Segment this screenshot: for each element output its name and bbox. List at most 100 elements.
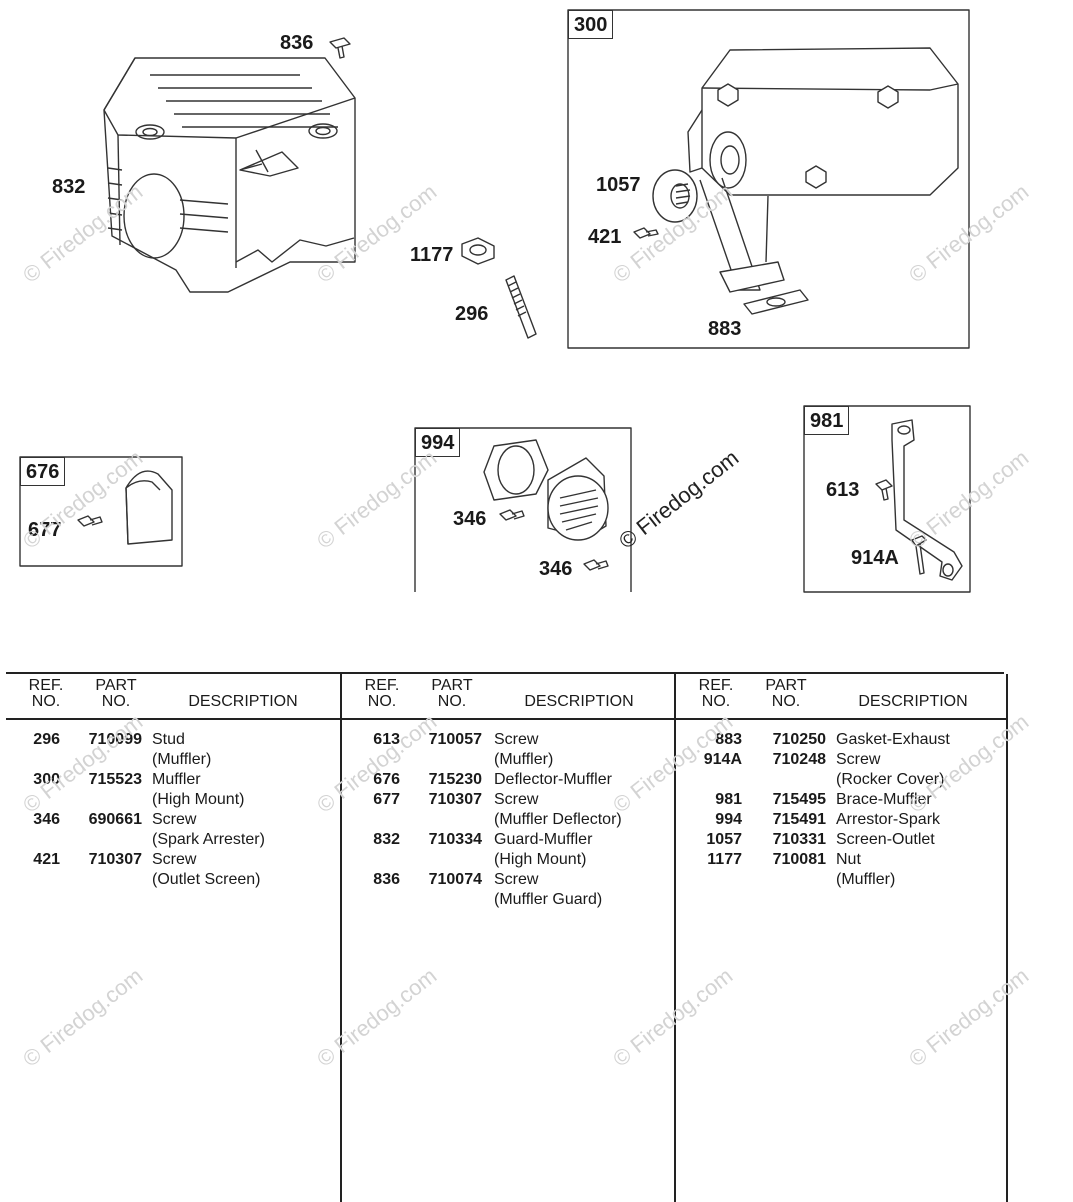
ref-no: 994 <box>715 811 742 828</box>
muffler-300-drawing <box>687 47 959 293</box>
description: Screw <box>494 871 539 888</box>
stud-296-drawing <box>505 275 537 339</box>
screw-677-drawing <box>77 515 103 527</box>
ref-no: 421 <box>33 851 60 868</box>
ref-no: 832 <box>373 831 400 848</box>
ref-no: 346 <box>33 811 60 828</box>
callout-346-b: 346 <box>539 558 573 580</box>
description-sub: (Spark Arrester) <box>152 831 265 848</box>
header-part: NO. <box>101 693 131 710</box>
description-sub: (Muffler) <box>836 871 896 888</box>
muffler-guard-drawing <box>103 57 356 293</box>
header-ref: NO. <box>31 693 61 710</box>
box-label-300: 300 <box>568 10 614 39</box>
part-no: 710248 <box>772 751 826 768</box>
description-sub: (Outlet Screen) <box>152 871 261 888</box>
description: Nut <box>836 851 861 868</box>
parts-column: REF. NO. PART NO. DESCRIPTION 883 710250… <box>674 674 1008 1202</box>
box-label-676: 676 <box>20 457 66 486</box>
callout-836: 836 <box>280 32 314 54</box>
screw-613-drawing <box>875 479 893 501</box>
callout-613: 613 <box>826 479 860 501</box>
box-label-994: 994 <box>415 428 461 457</box>
part-no: 710334 <box>428 831 482 848</box>
header-description: DESCRIPTION <box>858 693 968 710</box>
parts-illustration <box>19 9 971 593</box>
gasket-883-drawing <box>743 289 809 315</box>
header-part: NO. <box>437 693 467 710</box>
description: Gasket-Exhaust <box>836 731 950 748</box>
screw-346a-drawing <box>499 509 525 521</box>
table-header: REF. NO. PART NO. DESCRIPTION <box>6 674 340 720</box>
screw-836-drawing <box>329 37 351 59</box>
ref-no: 676 <box>373 771 400 788</box>
description-sub: (Muffler Deflector) <box>494 811 622 828</box>
description: Screw <box>152 811 197 828</box>
ref-no: 1177 <box>707 851 742 868</box>
header-part: PART <box>95 677 137 694</box>
description: Brace-Muffler <box>836 791 932 808</box>
ref-no: 300 <box>33 771 60 788</box>
description-sub: (Rocker Cover) <box>836 771 945 788</box>
deflector-676-drawing <box>125 470 173 545</box>
header-ref: NO. <box>367 693 397 710</box>
header-part: PART <box>765 677 807 694</box>
callout-832: 832 <box>52 176 86 198</box>
part-no: 710331 <box>772 831 826 848</box>
ref-no: 883 <box>715 731 742 748</box>
description-sub: (High Mount) <box>152 791 245 808</box>
box-994-frame <box>414 427 632 592</box>
callout-677: 677 <box>28 519 62 541</box>
header-part: NO. <box>771 693 801 710</box>
box-300-frame <box>567 9 970 349</box>
ref-no: 296 <box>33 731 60 748</box>
part-no: 710099 <box>88 731 142 748</box>
table-header: REF. NO. PART NO. DESCRIPTION <box>342 674 676 720</box>
ref-no: 981 <box>715 791 742 808</box>
description: Guard-Muffler <box>494 831 593 848</box>
part-no: 715495 <box>772 791 826 808</box>
header-ref: REF. <box>28 677 64 694</box>
part-no: 710057 <box>428 731 482 748</box>
description: Screw <box>494 791 539 808</box>
parts-diagram: 836 832 1177 296 300 1057 421 883 676 67… <box>18 9 1033 593</box>
description: Stud <box>152 731 185 748</box>
description: Arrestor-Spark <box>836 811 941 828</box>
box-676-frame <box>19 456 183 567</box>
header-description: DESCRIPTION <box>188 693 298 710</box>
screw-346b-drawing <box>583 559 609 571</box>
part-no: 710074 <box>428 871 482 888</box>
brace-981-drawing <box>891 419 963 581</box>
screen-1057-drawing <box>652 169 698 223</box>
callout-346-a: 346 <box>453 508 487 530</box>
box-label-981: 981 <box>804 406 850 435</box>
description-sub: (Muffler) <box>152 751 212 768</box>
part-no: 715491 <box>772 811 826 828</box>
callout-421: 421 <box>588 226 622 248</box>
description: Screen-Outlet <box>836 831 935 848</box>
part-no: 710307 <box>88 851 142 868</box>
callout-1057: 1057 <box>596 174 641 196</box>
description-sub: (High Mount) <box>494 851 587 868</box>
parts-column: REF. NO. PART NO. DESCRIPTION 613 710057… <box>340 674 676 1202</box>
callout-883: 883 <box>708 318 742 340</box>
callout-914A: 914A <box>851 547 899 569</box>
ref-no: 836 <box>373 871 400 888</box>
description: Screw <box>152 851 197 868</box>
description: Muffler <box>152 771 201 788</box>
part-no: 710081 <box>772 851 826 868</box>
description: Screw <box>494 731 539 748</box>
box-981-frame <box>803 405 971 593</box>
callout-296: 296 <box>455 303 489 325</box>
callout-1177: 1177 <box>410 244 454 266</box>
header-part: PART <box>431 677 473 694</box>
description: Screw <box>836 751 881 768</box>
ref-no: 677 <box>373 791 400 808</box>
part-no: 715523 <box>88 771 142 788</box>
parts-column: REF. NO. PART NO. DESCRIPTION 296 710099… <box>6 674 340 1202</box>
description-sub: (Muffler) <box>494 751 554 768</box>
parts-table: REF. NO. PART NO. DESCRIPTION 296 710099… <box>6 672 1033 1202</box>
part-no: 690661 <box>88 811 142 828</box>
part-no: 710250 <box>772 731 826 748</box>
header-ref: REF. <box>364 677 400 694</box>
